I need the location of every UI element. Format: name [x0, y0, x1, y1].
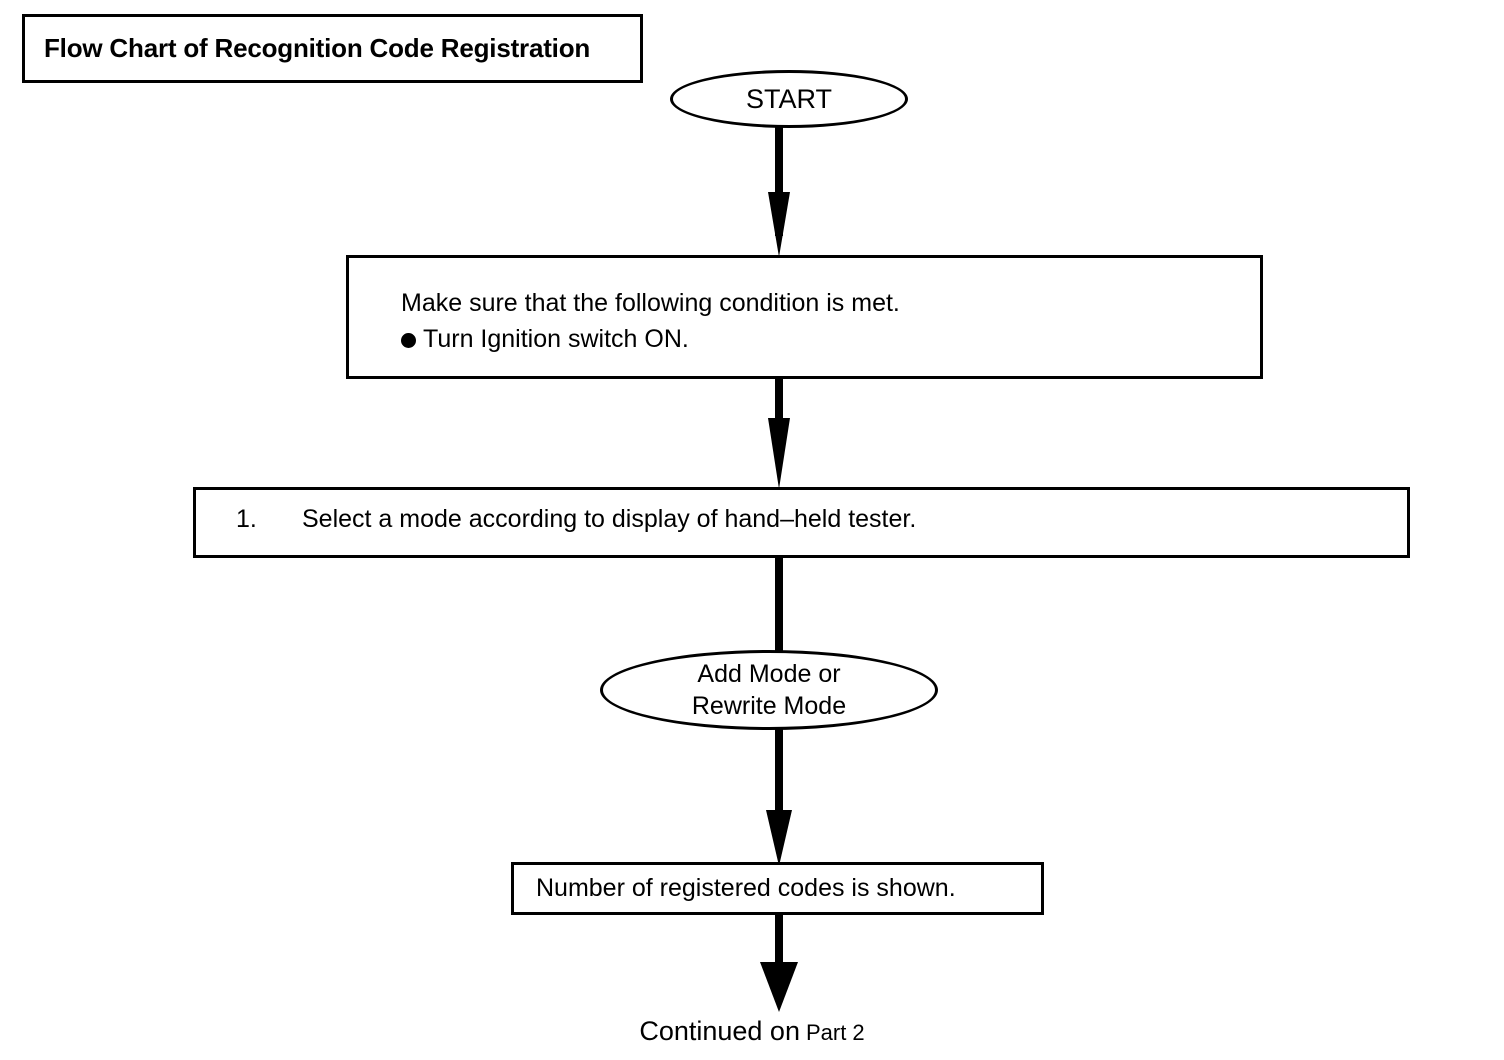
chart-title-box: Flow Chart of Recognition Code Registrat… [22, 14, 643, 83]
node-mode: Add Mode or Rewrite Mode [600, 650, 938, 730]
node-condition-text: Make sure that the following condition i… [401, 286, 900, 357]
page-title: Flow Chart of Recognition Code Registrat… [44, 33, 591, 63]
node-mode-line1: Add Mode or [697, 660, 841, 688]
edge-step-to-mode [775, 556, 783, 654]
node-mode-line2: Rewrite Mode [691, 692, 847, 720]
node-condition-line2-wrapper: Turn Ignition switch ON. [401, 322, 900, 358]
node-step-1-label: Select a mode according to display of ha… [302, 505, 917, 533]
node-start: START [670, 70, 908, 128]
node-step-1-number: 1. [236, 505, 257, 533]
node-step-1-text: 1. Select a mode according to display of … [196, 505, 1407, 534]
node-condition-line1: Make sure that the following condition i… [401, 289, 900, 317]
node-codes: Number of registered codes is shown. [511, 862, 1044, 915]
bullet-icon [401, 332, 416, 348]
continued-note-part: Part 2 [805, 1020, 865, 1045]
node-codes-label: Number of registered codes is shown. [536, 874, 956, 902]
edge-start-to-condition [768, 126, 790, 257]
edge-condition-to-step [768, 378, 790, 489]
node-start-label: START [745, 83, 832, 114]
edge-codes-to-continued [760, 913, 798, 1012]
continued-note-main: Continued on [639, 1016, 800, 1046]
node-condition: Make sure that the following condition i… [346, 255, 1263, 379]
node-step-1: 1. Select a mode according to display of … [193, 487, 1410, 558]
node-condition-line2: Turn Ignition switch ON. [423, 324, 689, 353]
edge-mode-to-codes [766, 726, 792, 866]
